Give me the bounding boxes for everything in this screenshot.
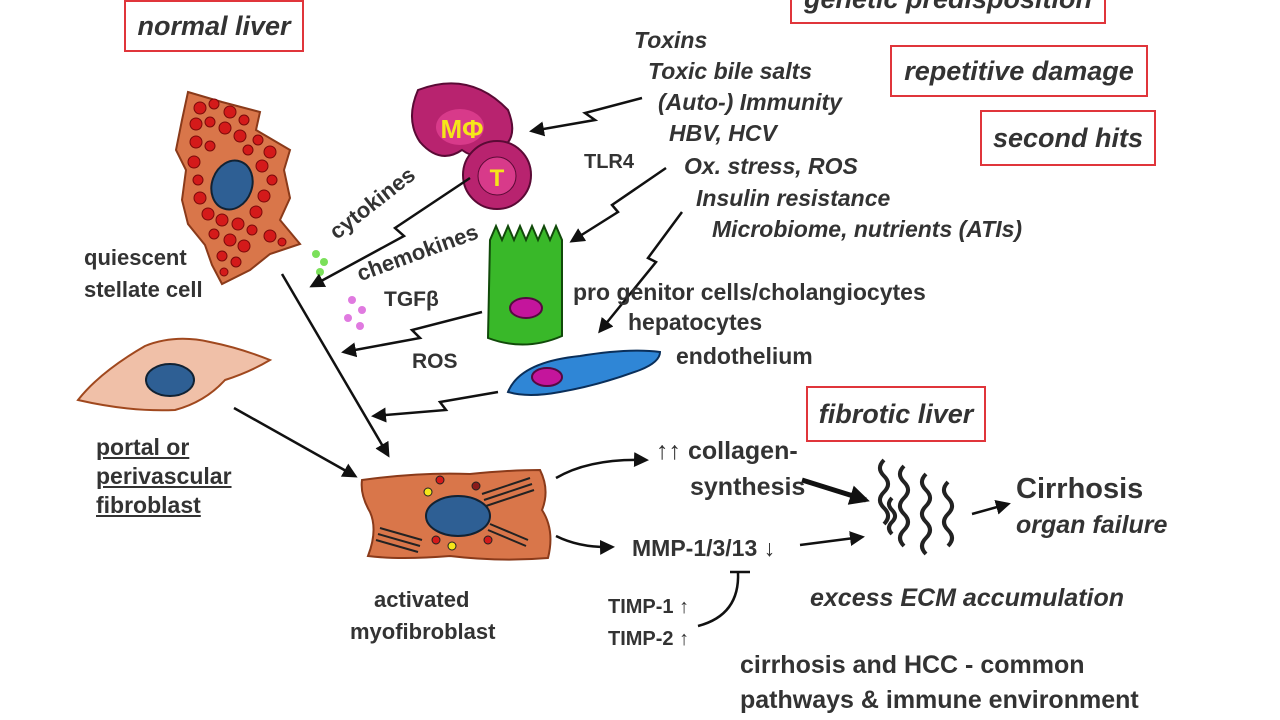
signal-tgfb: TGFβ xyxy=(384,288,439,311)
lipid-droplets xyxy=(187,98,287,277)
activated-label-2: myofibroblast xyxy=(350,619,496,644)
cirrhosis-label: Cirrhosis xyxy=(1016,473,1144,505)
ecm-label: excess ECM accumulation xyxy=(810,584,1125,612)
hepatocytes-label: hepatocytes xyxy=(628,309,763,335)
flow-arrows xyxy=(233,273,1011,628)
portal-label-1: portal or xyxy=(96,434,190,460)
signal-tlr4: TLR4 xyxy=(584,151,634,173)
footer-line-1: cirrhosis and HCC - common xyxy=(740,651,1085,679)
genetic-predisposition-box: genetic predisposition xyxy=(790,0,1106,24)
hepatocyte-nucleus xyxy=(509,297,543,319)
mmp-label: MMP-1/3/13 ↓ xyxy=(632,535,776,561)
trigger-microbiome: Microbiome, nutrients (ATIs) xyxy=(712,216,1023,242)
timp2-label: TIMP-2 ↑ xyxy=(608,628,690,650)
progenitor-label: pro genitor cells/cholangiocytes xyxy=(573,279,926,305)
granules xyxy=(423,475,493,551)
ecm-fibers xyxy=(878,458,954,556)
footer-line-2: pathways & immune environment xyxy=(740,686,1139,714)
portal-label-3: fibroblast xyxy=(96,492,201,518)
trigger-immunity: (Auto-) Immunity xyxy=(658,89,842,115)
endothelium-label: endothelium xyxy=(676,343,813,369)
organ-failure-label: organ failure xyxy=(1016,511,1168,539)
macrophage-label: MΦ xyxy=(441,114,484,144)
portal-fibroblast-nucleus xyxy=(145,363,195,397)
hepatocyte-cell xyxy=(486,223,563,346)
quiescent-label-2: stellate cell xyxy=(84,277,203,302)
endothelial-nucleus xyxy=(531,367,563,387)
activated-myofibroblast-cell xyxy=(360,468,552,561)
trigger-bile-salts: Toxic bile salts xyxy=(648,58,813,84)
portal-label-2: perivascular xyxy=(96,463,232,489)
trigger-hbv-hcv: HBV, HCV xyxy=(669,120,777,146)
second-hits-box: second hits xyxy=(980,110,1156,166)
stellate-nucleus xyxy=(210,159,254,211)
quiescent-stellate-cell xyxy=(174,90,302,286)
stress-fibers xyxy=(375,477,535,553)
endothelial-cell xyxy=(506,349,662,396)
collagen-label-1: ↑↑ collagen- xyxy=(656,437,798,465)
collagen-to-ecm-arrow xyxy=(801,477,870,505)
t-cell-label: T xyxy=(490,165,505,192)
signal-arrows xyxy=(309,96,684,423)
trigger-ox-stress: Ox. stress, ROS xyxy=(684,153,858,179)
trigger-toxins: Toxins xyxy=(634,27,708,53)
activated-label-1: activated xyxy=(374,587,470,612)
trigger-insulin: Insulin resistance xyxy=(696,185,891,211)
quiescent-label-1: quiescent xyxy=(84,245,187,270)
normal-liver-box: normal liver xyxy=(124,0,304,52)
cytokine-vesicles xyxy=(312,250,328,276)
collagen-label-2: synthesis xyxy=(690,473,806,501)
timp1-label: TIMP-1 ↑ xyxy=(608,596,690,618)
myofibroblast-nucleus xyxy=(425,495,491,537)
immune-cells: MΦ T xyxy=(411,82,532,210)
repetitive-damage-box: repetitive damage xyxy=(890,45,1148,97)
fibrotic-liver-box: fibrotic liver xyxy=(806,386,986,442)
tgfb-vesicles xyxy=(344,296,366,330)
signal-ros: ROS xyxy=(412,350,458,373)
